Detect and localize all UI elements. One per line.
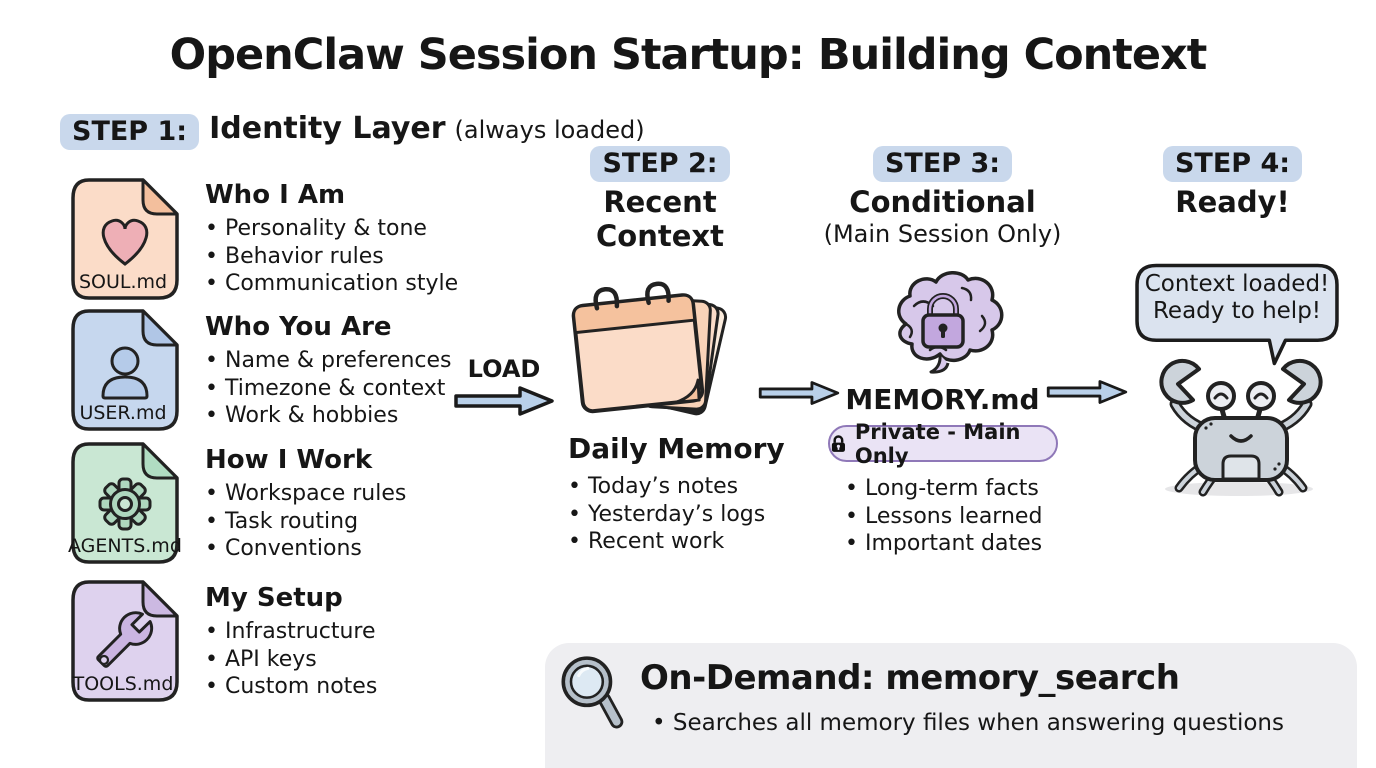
- step3-subtitle: (Main Session Only): [823, 220, 1062, 248]
- speech-bubble: Context loaded! Ready to help!: [1134, 262, 1340, 368]
- arrow-step2-step3-icon: [758, 381, 840, 405]
- file-name-user: USER.md: [79, 402, 167, 424]
- bullet-item: Custom notes: [205, 673, 475, 701]
- crab-mascot-icon: [1159, 358, 1323, 497]
- file-text-tools: My Setup Infrastructure API keys Custom …: [205, 583, 475, 701]
- step2-header: STEP 2: Recent Context: [545, 146, 775, 253]
- arrow-step3-step4-icon: [1046, 380, 1128, 404]
- file-card-user: USER.md: [68, 307, 182, 433]
- load-arrow-label: LOAD: [467, 355, 541, 383]
- magnifier-icon: [561, 656, 624, 729]
- file-card-agents-art: [71, 442, 179, 564]
- memory-file-name: MEMORY.md: [845, 383, 1040, 416]
- step4-badge: STEP 4:: [1162, 146, 1303, 182]
- step1-badge: STEP 1:: [60, 114, 200, 150]
- lock-icon: [831, 435, 845, 452]
- step4-title: Ready!: [1175, 185, 1290, 219]
- file-text-user: Who You Are Name & preferences Timezone …: [205, 312, 475, 430]
- file-bullets: Infrastructure API keys Custom notes: [205, 618, 475, 701]
- speech-bubble-outline: [1135, 263, 1339, 366]
- bullet-item: Work & hobbies: [205, 402, 475, 430]
- file-card-tools-art: [71, 580, 179, 702]
- bullet-item: Behavior rules: [205, 243, 475, 271]
- speech-bubble-text: Context loaded! Ready to help!: [1134, 271, 1340, 325]
- step3-header: STEP 3: Conditional (Main Session Only): [820, 146, 1065, 248]
- privacy-badge-label: Private - Main Only: [854, 419, 1021, 468]
- step2-title: Recent Context: [596, 185, 724, 253]
- bullet-item: Conventions: [205, 535, 475, 563]
- privacy-badge: Private - Main Only: [828, 420, 1058, 468]
- wrench-icon: [96, 611, 154, 668]
- file-card-soul: SOUL.md: [68, 176, 182, 302]
- bullet-item: Today’s notes: [568, 473, 765, 501]
- bullet-item: Workspace rules: [205, 480, 475, 508]
- bullet-item: Yesterday’s logs: [568, 501, 765, 529]
- file-card-tools: TOOLS.md: [68, 578, 182, 704]
- file-text-agents: How I Work Workspace rules Task routing …: [205, 445, 475, 563]
- bullet-item: Important dates: [845, 530, 1042, 558]
- bullet-item: Task routing: [205, 508, 475, 536]
- file-card-agents: AGENTS.md: [68, 440, 182, 566]
- step2-badge: STEP 2:: [590, 146, 730, 182]
- step3-title: Conditional: [849, 185, 1036, 219]
- step1-header: STEP 1: Identity Layer (always loaded): [60, 111, 645, 150]
- memory-bullets: Long-term facts Lessons learned Importan…: [845, 475, 1042, 558]
- file-bullets: Workspace rules Task routing Conventions: [205, 480, 475, 563]
- bullet-item: Lessons learned: [845, 503, 1042, 531]
- step4-header: STEP 4: Ready!: [1120, 146, 1345, 219]
- bullet-item: Long-term facts: [845, 475, 1042, 503]
- bullet-item: Name & preferences: [205, 347, 475, 375]
- heart-icon: [101, 218, 149, 266]
- on-demand-heading: On-Demand: memory_search: [640, 658, 1180, 698]
- calendar-icon: [571, 281, 728, 416]
- page-title: OpenClaw Session Startup: Building Conte…: [169, 30, 1208, 80]
- file-heading: How I Work: [205, 445, 373, 475]
- bullet-item: Timezone & context: [205, 375, 475, 403]
- step3-badge: STEP 3:: [872, 146, 1013, 182]
- file-text-soul: Who I Am Personality & tone Behavior rul…: [205, 180, 475, 298]
- user-icon: [101, 346, 149, 400]
- file-card-user-art: [71, 309, 179, 431]
- daily-memory-bullets: Today’s notes Yesterday’s logs Recent wo…: [568, 473, 765, 556]
- speech-line-2: Ready to help!: [1152, 298, 1322, 324]
- file-bullets: Personality & tone Behavior rules Commun…: [205, 215, 475, 298]
- file-card-soul-art: [71, 178, 179, 300]
- daily-memory-heading: Daily Memory: [568, 432, 785, 465]
- file-name-soul: SOUL.md: [78, 271, 168, 293]
- step1-note: (always loaded): [454, 116, 645, 144]
- bullet-item: Personality & tone: [205, 215, 475, 243]
- bullet-item: Communication style: [205, 270, 475, 298]
- gear-icon: [98, 477, 152, 531]
- file-bullets: Name & preferences Timezone & context Wo…: [205, 347, 475, 430]
- load-arrow-icon: [454, 386, 554, 416]
- file-heading: My Setup: [205, 583, 343, 613]
- brain-lock-icon: [897, 271, 1004, 374]
- file-name-tools: TOOLS.md: [72, 673, 174, 695]
- bullet-item: Recent work: [568, 528, 765, 556]
- file-heading: Who I Am: [205, 180, 346, 210]
- file-heading: Who You Are: [205, 312, 392, 342]
- bullet-item: API keys: [205, 646, 475, 674]
- file-name-agents: AGENTS.md: [68, 535, 182, 557]
- on-demand-bullet: Searches all memory files when answering…: [652, 710, 1284, 736]
- step1-title: Identity Layer: [209, 111, 446, 146]
- bullet-item: Infrastructure: [205, 618, 475, 646]
- speech-line-1: Context loaded!: [1144, 271, 1330, 297]
- on-demand-panel: [545, 643, 1357, 768]
